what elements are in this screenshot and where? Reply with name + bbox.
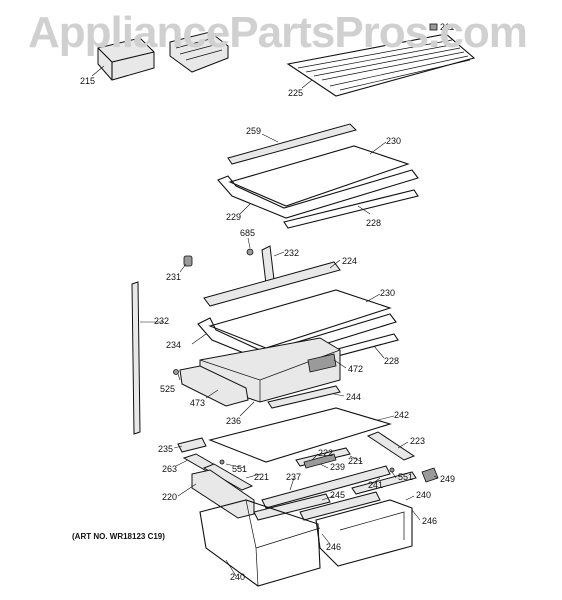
label-551-right: 551 bbox=[398, 472, 413, 482]
part-244-rail bbox=[267, 385, 341, 409]
label-246-left: 246 bbox=[326, 542, 341, 552]
label-249: 249 bbox=[440, 474, 455, 484]
label-240-right: 240 bbox=[416, 490, 431, 500]
part-drawer-assembly bbox=[179, 337, 341, 407]
part-223-side-rail bbox=[366, 431, 416, 461]
part-224-trim bbox=[203, 261, 341, 307]
label-221-left: 221 bbox=[254, 472, 269, 482]
label-263: 263 bbox=[162, 464, 177, 474]
part-259-trim bbox=[227, 123, 357, 165]
part-230-glass-upper bbox=[228, 145, 410, 207]
label-241: 241 bbox=[368, 480, 383, 490]
label-221-right: 221 bbox=[348, 456, 363, 466]
part-525-screw bbox=[173, 369, 179, 375]
part-220-side-frame bbox=[191, 469, 255, 519]
art-number: (ART NO. WR18123 C19) bbox=[72, 532, 165, 541]
part-ice-tray bbox=[169, 31, 229, 73]
leader-lines bbox=[91, 65, 439, 577]
part-labels: 215 211 225 259 230 229 228 685 232 231 … bbox=[80, 22, 455, 582]
part-228-rail-upper bbox=[283, 189, 419, 229]
label-472: 472 bbox=[348, 364, 363, 374]
label-242: 242 bbox=[394, 410, 409, 420]
part-232-long-rail bbox=[131, 281, 141, 435]
part-245-covers bbox=[253, 491, 381, 521]
label-237: 237 bbox=[286, 472, 301, 482]
label-551-left: 551 bbox=[232, 464, 247, 474]
part-241-rail bbox=[351, 471, 417, 495]
part-230-glass-middle bbox=[208, 289, 392, 349]
label-231: 231 bbox=[166, 272, 181, 282]
label-259: 259 bbox=[246, 126, 261, 136]
label-239: 239 bbox=[330, 462, 345, 472]
label-473: 473 bbox=[190, 398, 205, 408]
label-215: 215 bbox=[80, 76, 95, 86]
part-225-wire-shelf bbox=[286, 33, 476, 97]
label-244: 244 bbox=[346, 392, 361, 402]
part-215-bin bbox=[97, 37, 155, 81]
part-229-frame-upper bbox=[217, 169, 419, 219]
part-222-239-small bbox=[303, 453, 337, 469]
part-240-crisper-left bbox=[199, 499, 321, 587]
part-235-end-cap bbox=[177, 437, 207, 453]
label-240-left: 240 bbox=[230, 572, 245, 582]
label-685: 685 bbox=[240, 228, 255, 238]
label-220: 220 bbox=[162, 492, 177, 502]
label-224: 224 bbox=[342, 256, 357, 266]
part-211-clip bbox=[429, 23, 438, 31]
label-228-upper: 228 bbox=[366, 218, 381, 228]
label-225: 225 bbox=[288, 88, 303, 98]
label-230-upper: 230 bbox=[386, 136, 401, 146]
label-211: 211 bbox=[440, 22, 454, 32]
label-232-short: 232 bbox=[284, 248, 299, 258]
label-232-long: 232 bbox=[154, 316, 169, 326]
label-223: 223 bbox=[410, 436, 425, 446]
part-685-screw bbox=[246, 248, 254, 256]
part-242-glass-lower bbox=[208, 407, 392, 463]
watermark-text: AppliancePartsPros.com bbox=[28, 8, 528, 57]
label-222: 222 bbox=[318, 448, 333, 458]
part-249-latch bbox=[421, 467, 439, 483]
label-245: 245 bbox=[330, 490, 345, 500]
label-234: 234 bbox=[166, 340, 181, 350]
part-551-clips bbox=[219, 459, 395, 473]
label-525: 525 bbox=[160, 384, 175, 394]
part-237-rail bbox=[261, 465, 391, 509]
part-231-knob bbox=[183, 255, 193, 267]
label-235: 235 bbox=[158, 444, 173, 454]
part-240-crisper-right bbox=[315, 499, 413, 567]
label-229: 229 bbox=[226, 212, 241, 222]
label-246-right: 246 bbox=[422, 516, 437, 526]
part-234-frame-middle bbox=[197, 313, 397, 363]
label-230-middle: 230 bbox=[380, 288, 395, 298]
label-228-middle: 228 bbox=[384, 356, 399, 366]
part-232-bracket-short bbox=[261, 245, 275, 285]
label-236: 236 bbox=[226, 416, 241, 426]
